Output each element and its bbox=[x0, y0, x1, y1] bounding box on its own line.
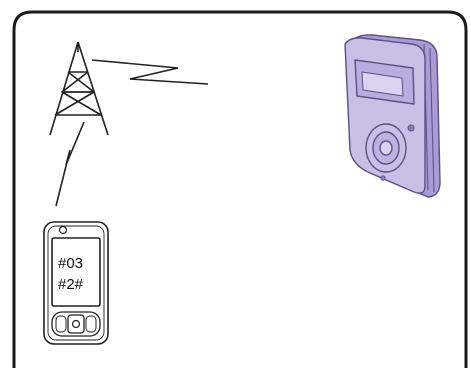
phone-screen-line-1: #03 bbox=[58, 255, 83, 273]
radio-tower-icon bbox=[50, 42, 108, 135]
phone-screen-line-2: #2# bbox=[58, 276, 83, 294]
signal-zigzag-icon bbox=[56, 122, 84, 206]
signal-zigzag-icon bbox=[92, 60, 208, 84]
wireless-sensor-device-icon bbox=[345, 35, 440, 197]
